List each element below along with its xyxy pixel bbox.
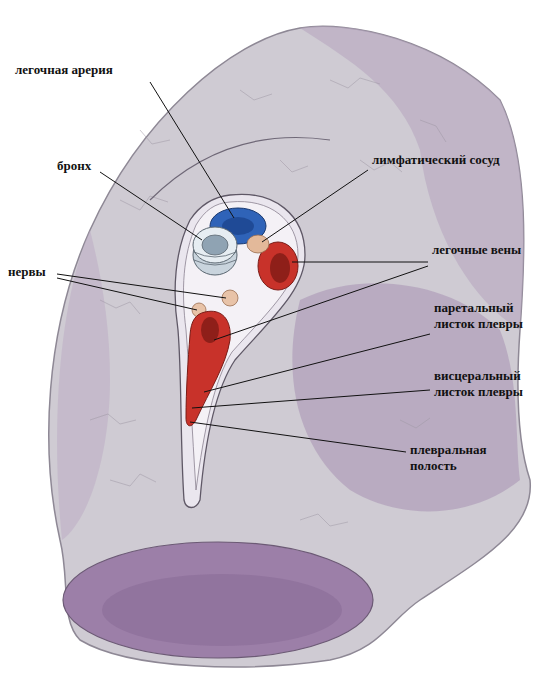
part-label: нервы (8, 264, 68, 280)
lung-base-inner (102, 574, 342, 646)
part-label: лимфатический сосуд (372, 152, 542, 168)
part-label: висцеральный листок плевры (434, 368, 542, 400)
fissure (150, 138, 330, 201)
bronchus (193, 227, 237, 275)
lymph-vessel (247, 235, 269, 253)
lobule-texture (90, 78, 446, 526)
lung-shade-left (57, 230, 110, 540)
part-label: легочная арерия (15, 62, 175, 78)
part-label: бронх (57, 158, 117, 174)
hilum-pleura (175, 194, 305, 507)
part-label: легочные вены (432, 242, 522, 258)
part-label: паретальный листок плевры (434, 300, 542, 332)
leader-lines (57, 82, 430, 452)
pulmonary-vein-lower (186, 311, 230, 426)
lung-shade (300, 26, 524, 330)
lung-outline (49, 26, 530, 667)
hilum-inner (183, 202, 298, 490)
part-label: плевральная полость (410, 442, 530, 474)
lung-base (63, 542, 373, 658)
vein-lumen (270, 253, 290, 283)
